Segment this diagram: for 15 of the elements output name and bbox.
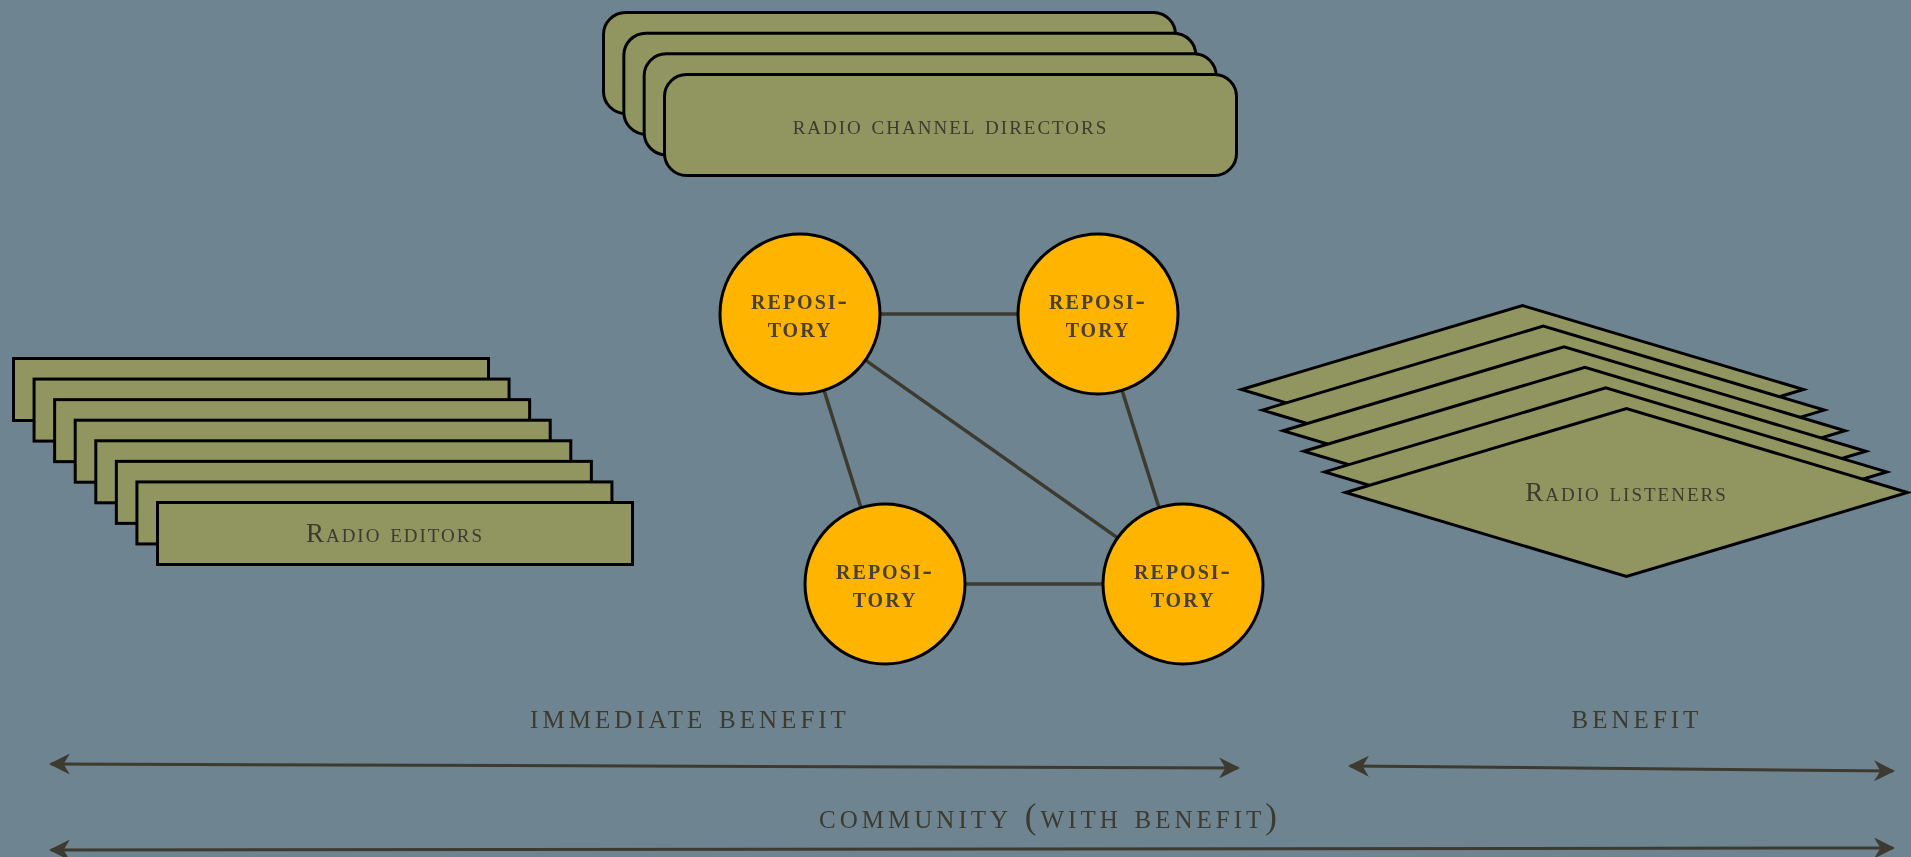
node-label: Radio listeners	[1525, 477, 1728, 508]
span-label: community (with benefit)	[819, 797, 1281, 837]
span-label: benefit	[1571, 697, 1703, 737]
connector-line	[1120, 389, 1161, 509]
span-label: immediate benefit	[530, 697, 850, 737]
node-label: reposi-tory	[1048, 286, 1148, 342]
connector-line	[822, 389, 863, 509]
node-label: reposi-tory	[1133, 556, 1233, 612]
connector-line	[880, 312, 1018, 316]
connector-line	[864, 358, 1119, 540]
node-label: reposi-tory	[835, 556, 935, 612]
connector-line	[965, 582, 1103, 586]
node-label: radio channel directors	[792, 109, 1109, 141]
node-label: Radio editors	[305, 518, 485, 549]
node-label: reposi-tory	[750, 286, 850, 342]
